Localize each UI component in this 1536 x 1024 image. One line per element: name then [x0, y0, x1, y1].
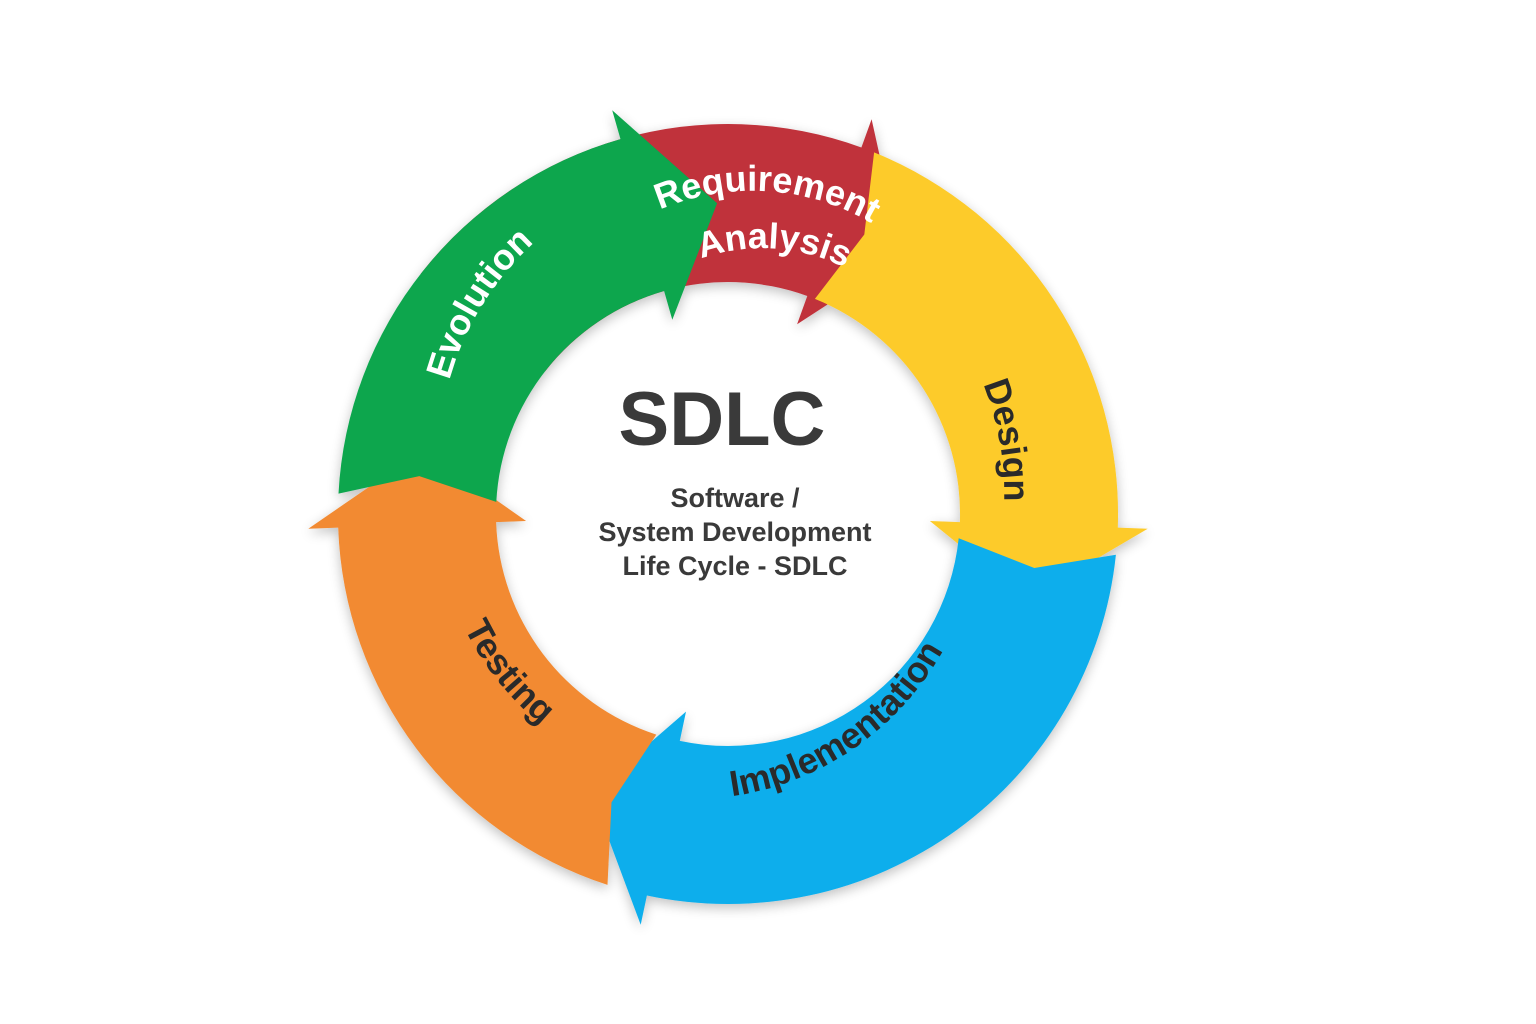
cycle-ring [308, 110, 1148, 925]
center-subtitle-line1: Software / [670, 483, 800, 513]
segment-evo-arrow [338, 110, 718, 502]
segment-impl-arrow [591, 538, 1116, 925]
segment-test-arrow [308, 449, 657, 885]
center-subtitle-line2: System Development [598, 517, 871, 547]
center-subtitle-line3: Life Cycle - SDLC [622, 551, 847, 581]
segment-design-arrow [814, 152, 1148, 600]
center-title: SDLC [619, 377, 826, 462]
center-text: SDLC Software / System Development Life … [598, 377, 871, 581]
